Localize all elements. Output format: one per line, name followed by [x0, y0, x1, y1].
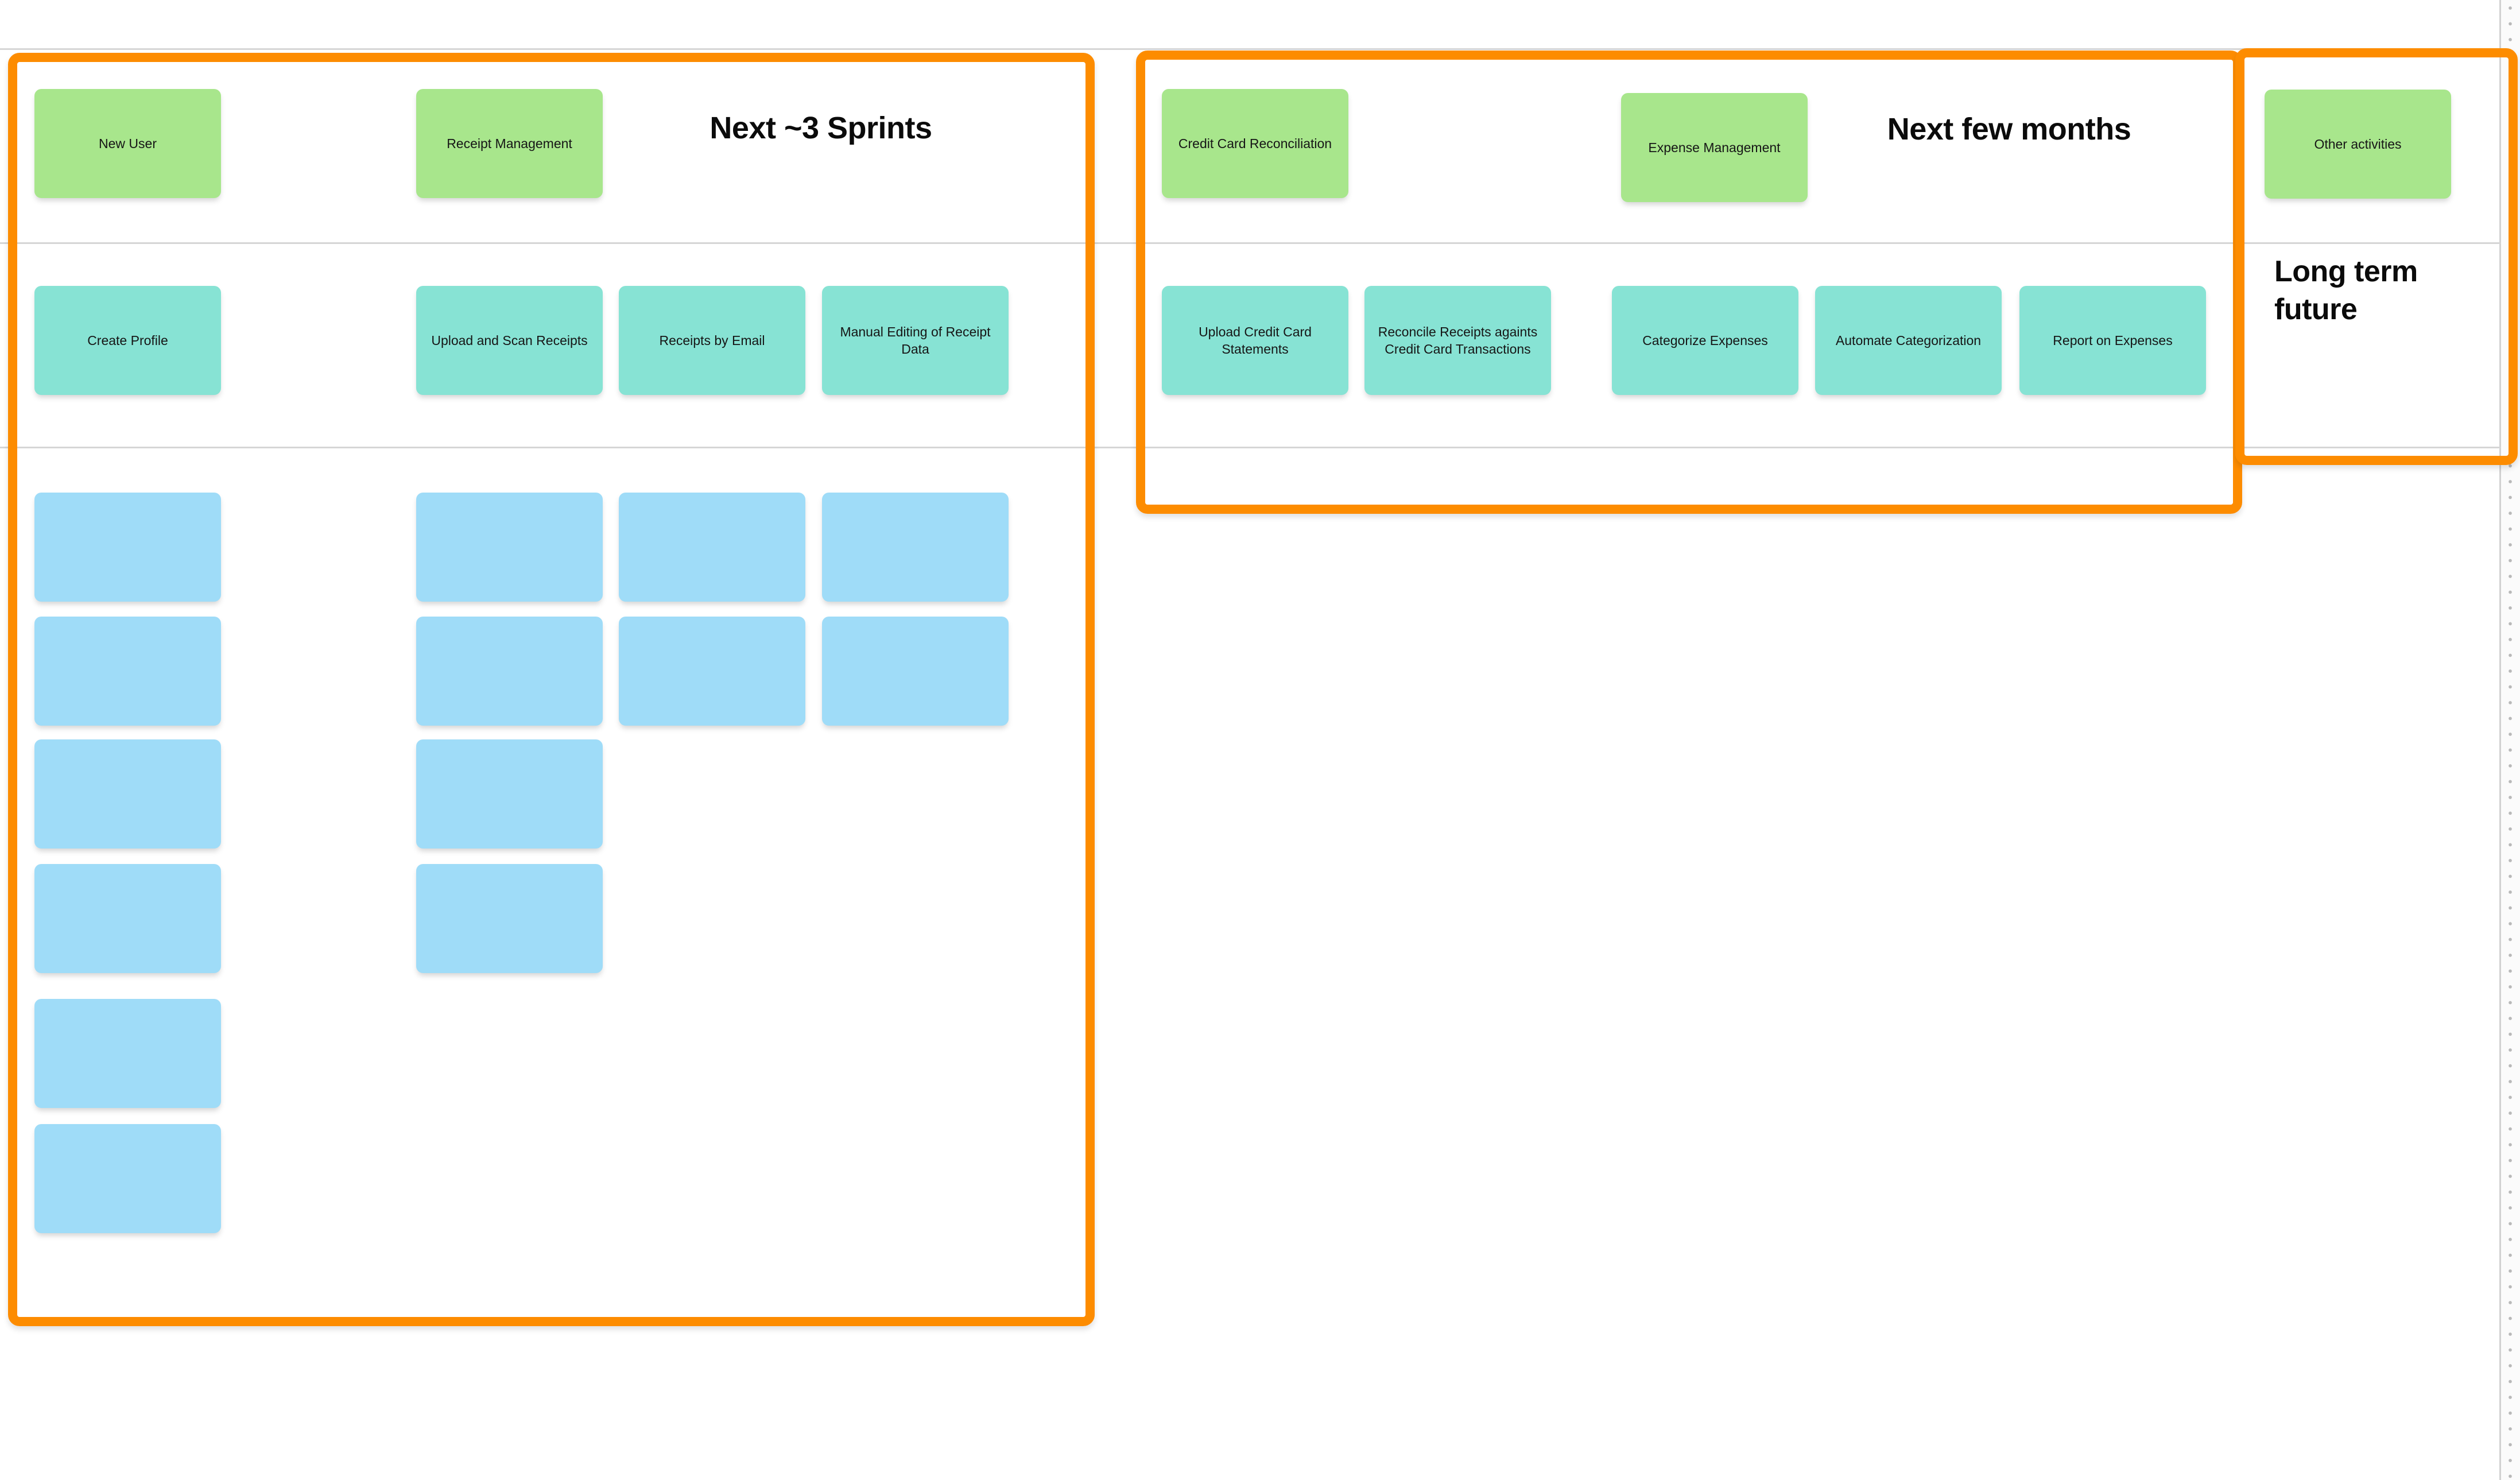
- step-note-manual-editing-of-receipt-data[interactable]: Manual Editing of Receipt Data: [822, 286, 1009, 395]
- empty-story-note[interactable]: [619, 493, 805, 602]
- empty-story-note[interactable]: [34, 493, 221, 602]
- step-note-label: Upload Credit Card Statements: [1199, 324, 1312, 357]
- activity-note-receipt-management[interactable]: Receipt Management: [416, 89, 603, 198]
- lane-divider-activities-steps: [0, 242, 2500, 244]
- step-note-label: Upload and Scan Receipts: [431, 333, 588, 348]
- step-note-upload-and-scan-receipts[interactable]: Upload and Scan Receipts: [416, 286, 603, 395]
- step-note-categorize-expenses[interactable]: Categorize Expenses: [1612, 286, 1798, 395]
- lane-divider-steps-stories: [0, 447, 2500, 448]
- empty-story-note[interactable]: [619, 617, 805, 726]
- section-frame-next-3-sprints[interactable]: [8, 53, 1095, 1326]
- step-note-label: Reconcile Receipts againts Credit Card T…: [1378, 324, 1538, 357]
- section-frame-next-few-months[interactable]: [1136, 51, 2242, 514]
- empty-story-note[interactable]: [416, 493, 603, 602]
- activity-note-expense-management[interactable]: Expense Management: [1621, 93, 1808, 202]
- empty-story-note[interactable]: [416, 739, 603, 849]
- step-note-create-profile[interactable]: Create Profile: [34, 286, 221, 395]
- empty-story-note[interactable]: [34, 739, 221, 849]
- activity-note-label: Credit Card Reconciliation: [1178, 136, 1332, 151]
- empty-story-note[interactable]: [34, 999, 221, 1108]
- step-note-upload-credit-card-statements[interactable]: Upload Credit Card Statements: [1162, 286, 1348, 395]
- activity-note-other-activities[interactable]: Other activities: [2265, 90, 2451, 199]
- step-note-label: Automate Categorization: [1835, 333, 1982, 348]
- empty-story-note[interactable]: [34, 864, 221, 973]
- step-note-report-on-expenses[interactable]: Report on Expenses: [2019, 286, 2206, 395]
- step-note-label: Manual Editing of Receipt Data: [840, 324, 991, 357]
- section-title-long-term-future: Long term future: [2274, 255, 2418, 326]
- step-note-label: Receipts by Email: [659, 333, 765, 348]
- step-note-automate-categorization[interactable]: Automate Categorization: [1815, 286, 2002, 395]
- step-note-label: Create Profile: [87, 333, 168, 348]
- step-note-receipts-by-email[interactable]: Receipts by Email: [619, 286, 805, 395]
- empty-story-note[interactable]: [34, 1124, 221, 1233]
- activity-note-credit-card-reconciliation[interactable]: Credit Card Reconciliation: [1162, 89, 1348, 198]
- empty-story-note[interactable]: [822, 493, 1009, 602]
- activity-note-label: Other activities: [2314, 137, 2402, 152]
- step-note-reconcile-receipts[interactable]: Reconcile Receipts againts Credit Card T…: [1364, 286, 1551, 395]
- activity-note-label: Expense Management: [1648, 140, 1781, 155]
- lane-divider-top: [0, 48, 2500, 50]
- activity-note-label: New User: [99, 136, 157, 151]
- activity-note-new-user[interactable]: New User: [34, 89, 221, 198]
- empty-story-note[interactable]: [34, 617, 221, 726]
- step-note-label: Categorize Expenses: [1642, 333, 1768, 348]
- activity-note-label: Receipt Management: [447, 136, 572, 151]
- empty-story-note[interactable]: [416, 617, 603, 726]
- empty-story-note[interactable]: [416, 864, 603, 973]
- step-note-label: Report on Expenses: [2053, 333, 2173, 348]
- empty-story-note[interactable]: [822, 617, 1009, 726]
- section-title-next-few-months: Next few months: [1887, 112, 2131, 146]
- section-frame-long-term-future[interactable]: [2235, 48, 2518, 465]
- section-title-next-3-sprints: Next ~3 Sprints: [710, 111, 932, 145]
